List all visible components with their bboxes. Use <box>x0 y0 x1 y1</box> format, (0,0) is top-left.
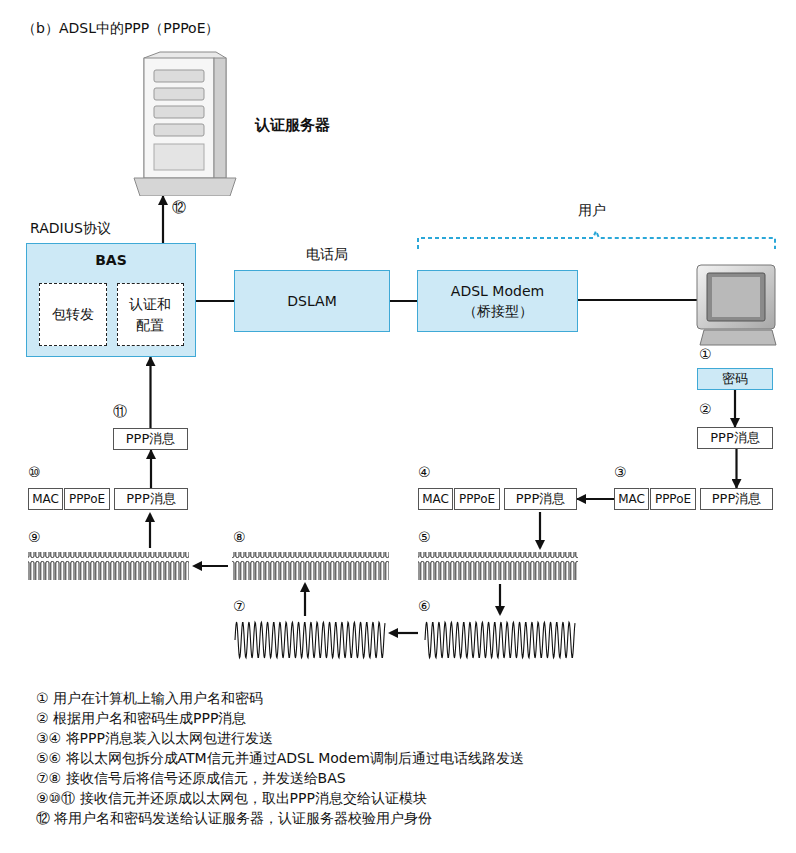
callout-number: ⑦ <box>233 598 246 614</box>
node-label: 认证服务器 <box>255 116 330 135</box>
dslam-box: DSLAM <box>234 270 390 332</box>
server-drawing <box>130 50 240 196</box>
header-box: MAC <box>614 488 649 510</box>
note-line: ⑤⑥ 将以太网包拆分成ATM信元并通过ADSL Modem调制后通过电话线路发送 <box>36 750 524 768</box>
flow-arrow <box>162 196 164 243</box>
callout-number: ⑧ <box>233 529 246 545</box>
atm-cells <box>232 552 389 580</box>
protocol-label: RADIUS协议 <box>30 220 111 238</box>
node-label: PPPoE <box>459 492 495 506</box>
flow-arrow <box>577 498 614 500</box>
callout-number: ③ <box>614 464 627 480</box>
node-label: ADSL Modem （桥接型） <box>438 281 558 322</box>
note-line: ⑨⑩⑪ 接收信元并还原成以太网包，取出PPP消息交给认证模块 <box>36 790 427 808</box>
user-bracket <box>418 231 775 249</box>
link-line <box>390 300 417 302</box>
node-label: BAS <box>95 252 127 268</box>
modulated-signal <box>235 622 385 658</box>
node-label: PPPoE <box>69 492 105 506</box>
callout-number: ② <box>699 401 712 417</box>
diagram-title: （b）ADSL中的PPP（PPPoE） <box>22 20 220 38</box>
callout-number: ⑤ <box>418 529 431 545</box>
node-label: DSLAM <box>287 293 336 309</box>
link-line <box>196 300 234 302</box>
node-label: MAC <box>618 492 645 506</box>
area-label: 电话局 <box>306 246 348 264</box>
atm-cells <box>418 552 578 580</box>
header-box: MAC <box>28 488 63 510</box>
atm-cells <box>28 552 189 580</box>
flow-arrow <box>150 450 152 488</box>
node-label: PPPoE <box>655 492 691 506</box>
callout-number: ⑪ <box>113 403 127 421</box>
node-label: MAC <box>422 492 449 506</box>
flow-arrow <box>149 357 151 428</box>
flow-arrow <box>734 390 736 427</box>
phone-line <box>578 299 697 301</box>
message-box: PPP消息 <box>697 427 773 449</box>
node-label: 包转发 <box>52 306 94 324</box>
message-box: PPP消息 <box>504 488 577 510</box>
note-line: ⑫ 将用户名和密码发送给认证服务器，认证服务器校验用户身份 <box>36 810 432 828</box>
message-box: PPP消息 <box>114 488 188 510</box>
flow-arrow <box>735 449 737 488</box>
bas-box: BAS 包转发 认证和配置 <box>26 243 196 357</box>
message-box: PPP消息 <box>700 488 773 510</box>
node-label: MAC <box>32 492 59 506</box>
header-box: PPPoE <box>454 488 500 510</box>
node-label: PPP消息 <box>712 490 762 508</box>
computer-icon <box>697 265 776 345</box>
modulated-signal <box>425 622 575 658</box>
callout-number: ④ <box>418 464 431 480</box>
callout-number: ⑩ <box>28 464 41 480</box>
message-box: PPP消息 <box>113 428 188 450</box>
node-label: PPP消息 <box>516 490 566 508</box>
modem-box: ADSL Modem （桥接型） <box>417 270 578 332</box>
note-line: ③④ 将PPP消息装入以太网包进行发送 <box>36 730 273 748</box>
header-box: MAC <box>418 488 453 510</box>
module-box: 包转发 <box>39 283 107 346</box>
module-box: 认证和配置 <box>117 283 184 346</box>
callout-number: ⑨ <box>28 529 41 545</box>
node-label: 密码 <box>722 370 748 388</box>
flow-arrows <box>150 512 540 633</box>
node-label: PPP消息 <box>710 429 760 447</box>
note-line: ② 根据用户名和密码生成PPP消息 <box>36 710 246 728</box>
password-box: 密码 <box>697 368 773 390</box>
area-label: 用户 <box>578 202 606 220</box>
callout-number: ① <box>699 346 712 362</box>
note-line: ⑦⑧ 接收信号后将信号还原成信元，并发送给BAS <box>36 770 346 788</box>
node-label: 认证和配置 <box>128 294 173 336</box>
header-box: PPPoE <box>64 488 110 510</box>
server-icon: 认证服务器 <box>130 50 240 196</box>
note-line: ① 用户在计算机上输入用户名和密码 <box>36 690 263 708</box>
node-label: PPP消息 <box>126 430 176 448</box>
node-label: PPP消息 <box>126 490 176 508</box>
callout-number: ⑫ <box>172 199 186 217</box>
header-box: PPPoE <box>650 488 696 510</box>
callout-number: ⑥ <box>418 598 431 614</box>
